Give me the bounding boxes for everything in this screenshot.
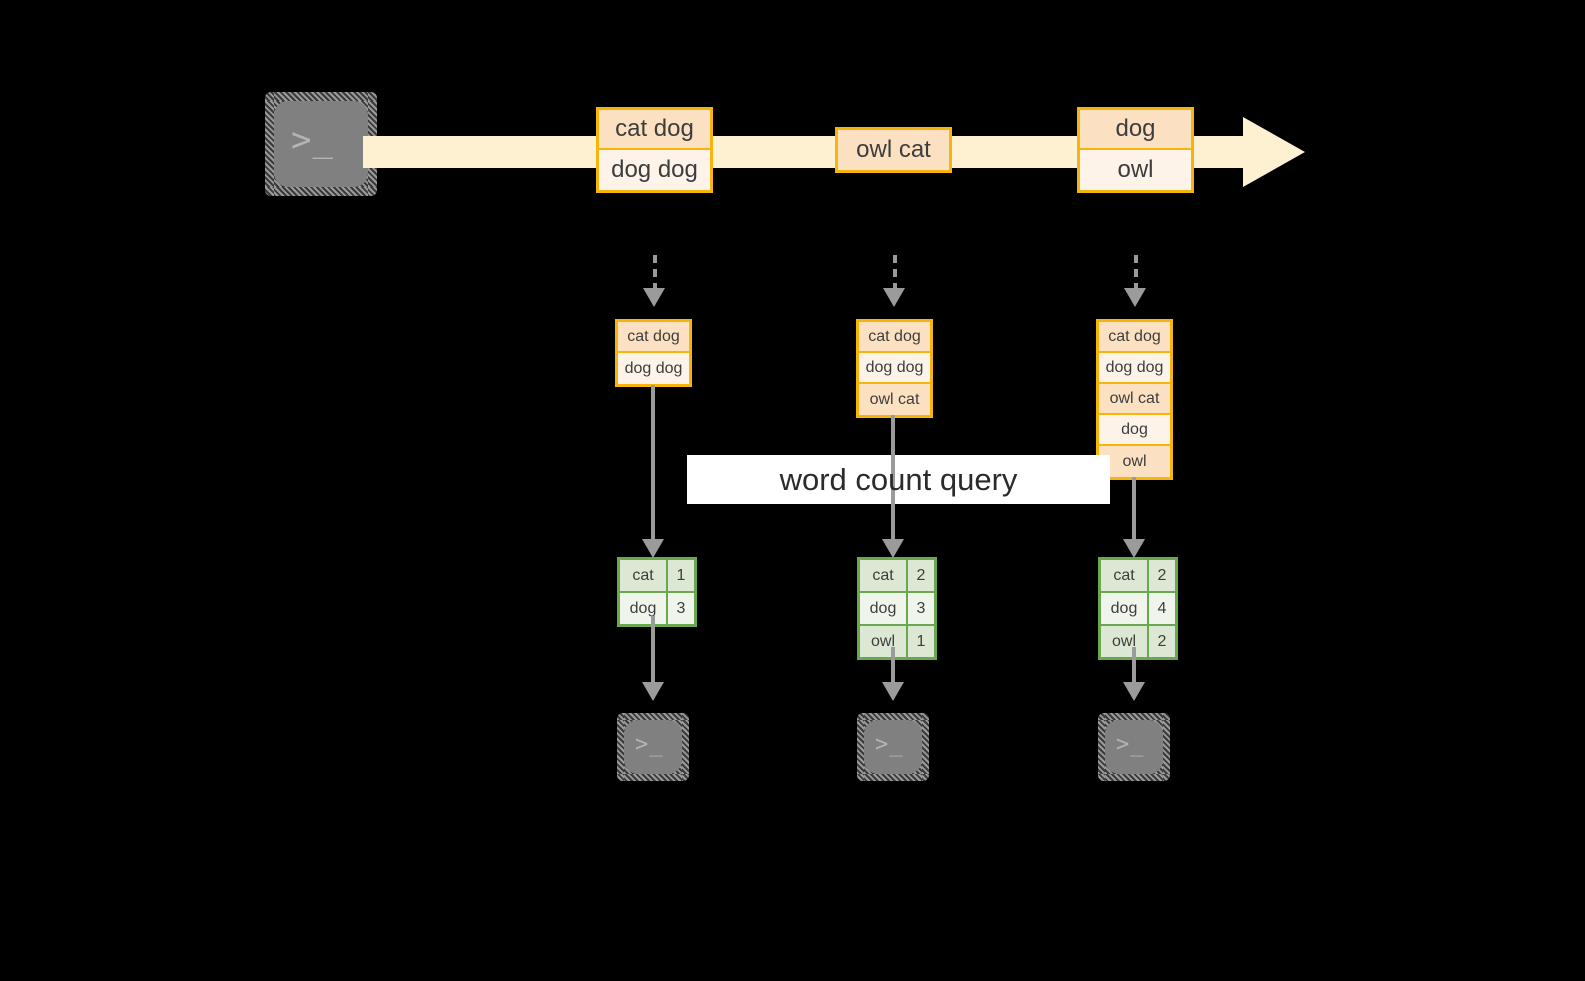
sink-terminal-icon-1: >_ <box>617 713 689 781</box>
input-line: dog <box>1099 415 1170 446</box>
result-table-2: cat 2 dog 3 owl 1 <box>857 557 937 660</box>
word-cell: owl <box>860 626 908 657</box>
terminal-prompt-glyph: >_ <box>875 732 904 757</box>
word-cell: cat <box>620 560 668 591</box>
terminal-screen <box>274 101 368 187</box>
sink-line-3 <box>1132 647 1136 691</box>
terminal-screen <box>1105 720 1163 774</box>
count-cell: 1 <box>668 560 694 591</box>
count-cell: 3 <box>668 593 694 624</box>
input-line: cat dog <box>1099 322 1170 353</box>
record-line: owl cat <box>838 130 949 170</box>
word-cell: dog <box>860 593 908 624</box>
table-row: owl 1 <box>860 626 934 657</box>
result-table-3: cat 2 dog 4 owl 2 <box>1098 557 1178 660</box>
snapshot-tap-line-1 <box>653 255 657 291</box>
snapshot-tap-line-3 <box>1134 255 1138 291</box>
table-row: owl 2 <box>1101 626 1175 657</box>
stream-arrowhead-icon <box>1243 117 1305 187</box>
stream-record-3: dog owl <box>1077 107 1194 193</box>
table-row: cat 2 <box>1101 560 1175 593</box>
input-line: owl cat <box>859 384 930 415</box>
input-line: owl cat <box>1099 384 1170 415</box>
snapshot-input-3: cat dog dog dog owl cat dog owl <box>1096 319 1173 480</box>
count-cell: 2 <box>908 560 934 591</box>
terminal-prompt-glyph: >_ <box>635 732 664 757</box>
count-cell: 4 <box>1149 593 1175 624</box>
word-cell: owl <box>1101 626 1149 657</box>
table-row: cat 1 <box>620 560 694 593</box>
sink-terminal-icon-2: >_ <box>857 713 929 781</box>
snapshot-tap-arrowhead-1 <box>643 288 665 307</box>
record-line: owl <box>1080 150 1191 190</box>
query-label-band <box>687 455 1110 504</box>
sink-arrowhead-2 <box>882 682 904 701</box>
input-line: dog dog <box>618 353 689 384</box>
table-row: cat 2 <box>860 560 934 593</box>
snapshot-tap-arrowhead-3 <box>1124 288 1146 307</box>
input-line: cat dog <box>618 322 689 353</box>
query-arrowhead-3 <box>1123 539 1145 558</box>
count-cell: 1 <box>908 626 934 657</box>
snapshot-input-2: cat dog dog dog owl cat <box>856 319 933 418</box>
query-label: word count query <box>779 461 1018 497</box>
table-row: dog 4 <box>1101 593 1175 626</box>
input-line: dog dog <box>1099 353 1170 384</box>
terminal-prompt-glyph: >_ <box>1116 732 1145 757</box>
terminal-prompt-glyph: >_ <box>291 120 334 160</box>
query-line-1 <box>651 385 655 548</box>
count-cell: 2 <box>1149 560 1175 591</box>
word-cell: dog <box>620 593 668 624</box>
query-arrowhead-1 <box>642 539 664 558</box>
record-line: cat dog <box>599 110 710 150</box>
snapshot-tap-line-2 <box>893 255 897 291</box>
word-cell: cat <box>860 560 908 591</box>
query-arrowhead-2 <box>882 539 904 558</box>
input-line: cat dog <box>859 322 930 353</box>
snapshot-tap-arrowhead-2 <box>883 288 905 307</box>
table-row: dog 3 <box>620 593 694 624</box>
record-line: dog dog <box>599 150 710 190</box>
sink-line-1 <box>651 616 655 691</box>
count-cell: 2 <box>1149 626 1175 657</box>
stream-record-1: cat dog dog dog <box>596 107 713 193</box>
stream-record-2: owl cat <box>835 127 952 173</box>
word-cell: cat <box>1101 560 1149 591</box>
count-cell: 3 <box>908 593 934 624</box>
terminal-screen <box>624 720 682 774</box>
word-cell: dog <box>1101 593 1149 624</box>
table-row: dog 3 <box>860 593 934 626</box>
query-line-2 <box>891 415 895 548</box>
source-terminal-icon: >_ <box>265 92 377 196</box>
sink-terminal-icon-3: >_ <box>1098 713 1170 781</box>
sink-line-2 <box>891 647 895 691</box>
query-line-3 <box>1132 477 1136 548</box>
snapshot-input-1: cat dog dog dog <box>615 319 692 387</box>
input-line: owl <box>1099 446 1170 477</box>
sink-arrowhead-1 <box>642 682 664 701</box>
terminal-screen <box>864 720 922 774</box>
input-line: dog dog <box>859 353 930 384</box>
sink-arrowhead-3 <box>1123 682 1145 701</box>
record-line: dog <box>1080 110 1191 150</box>
result-table-1: cat 1 dog 3 <box>617 557 697 627</box>
